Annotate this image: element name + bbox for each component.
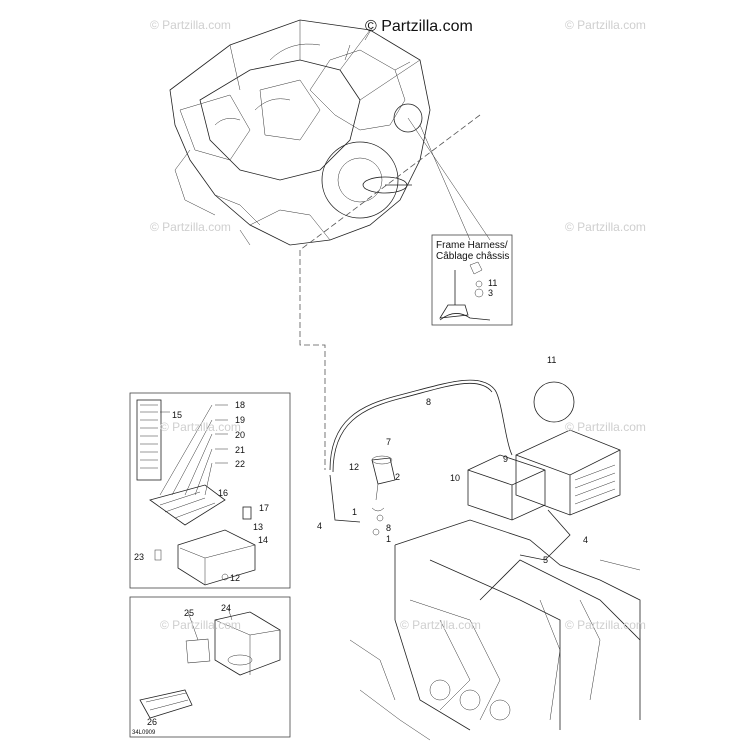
copyright-text: © Partzilla.com bbox=[365, 18, 473, 35]
watermark: © Partzilla.com bbox=[565, 220, 646, 234]
watermark: © Partzilla.com bbox=[160, 618, 241, 632]
callout-22: 22 bbox=[235, 459, 246, 469]
callout-4: 4 bbox=[317, 521, 323, 531]
part-10-box bbox=[467, 454, 546, 521]
inset-title-line1: Frame Harness/ bbox=[436, 240, 508, 251]
inset-title: Frame Harness/ Câblage châssis bbox=[436, 240, 509, 262]
callout-25: 25 bbox=[184, 608, 195, 618]
callout-12: 12 bbox=[349, 462, 360, 472]
fuse-box-panel bbox=[129, 392, 291, 589]
callout-4: 4 bbox=[583, 535, 589, 545]
battery-9 bbox=[515, 429, 621, 516]
callout-21: 21 bbox=[235, 445, 246, 455]
callout-9: 9 bbox=[503, 454, 509, 464]
callout-23: 23 bbox=[134, 552, 145, 562]
solenoid-2 bbox=[371, 455, 396, 536]
callout-26: 26 bbox=[147, 717, 158, 727]
callout-10: 10 bbox=[450, 473, 461, 483]
magnifier bbox=[393, 103, 491, 241]
watermark: © Partzilla.com bbox=[150, 220, 231, 234]
callout-8: 8 bbox=[426, 397, 432, 407]
callout-15: 15 bbox=[172, 410, 183, 420]
callout-6: 7 bbox=[386, 437, 392, 447]
inset-title-line2: Câblage châssis bbox=[436, 251, 510, 262]
callout-14: 14 bbox=[258, 535, 269, 545]
watermark: © Partzilla.com bbox=[565, 420, 646, 434]
callout-18: 18 bbox=[235, 400, 246, 410]
watermark: © Partzilla.com bbox=[565, 618, 646, 632]
frame-harness-inset bbox=[431, 234, 513, 326]
drawing-number: 34L0909 bbox=[132, 730, 156, 736]
callout-7: 8 bbox=[386, 523, 392, 533]
callout-19: 19 bbox=[235, 415, 246, 425]
callout-6: 11 bbox=[488, 278, 498, 288]
part-11-circle bbox=[533, 381, 575, 423]
watermark: © Partzilla.com bbox=[400, 618, 481, 632]
callout-24: 24 bbox=[221, 603, 232, 613]
callout-2: 2 bbox=[395, 472, 401, 482]
callout-1: 1 bbox=[386, 534, 392, 544]
lower-left-panel bbox=[129, 596, 291, 738]
callout-1: 1 bbox=[352, 507, 358, 517]
callout-20: 20 bbox=[235, 430, 246, 440]
callout-12: 12 bbox=[230, 573, 241, 583]
cable-4-right bbox=[519, 509, 571, 561]
callout-5: 5 bbox=[543, 555, 549, 565]
watermark: © Partzilla.com bbox=[150, 18, 231, 32]
routing-line bbox=[299, 114, 481, 470]
callout-3: 3 bbox=[488, 288, 494, 298]
vehicle-frame bbox=[349, 519, 641, 741]
watermark: © Partzilla.com bbox=[160, 420, 241, 434]
watermark: © Partzilla.com bbox=[565, 18, 646, 32]
cable-8 bbox=[329, 379, 513, 471]
callout-17: 17 bbox=[259, 503, 270, 513]
callout-16: 16 bbox=[218, 488, 229, 498]
callout-13: 13 bbox=[253, 522, 264, 532]
engine-illustration bbox=[169, 19, 431, 246]
callout-11: 11 bbox=[547, 355, 557, 365]
cable-4-left bbox=[329, 474, 361, 523]
